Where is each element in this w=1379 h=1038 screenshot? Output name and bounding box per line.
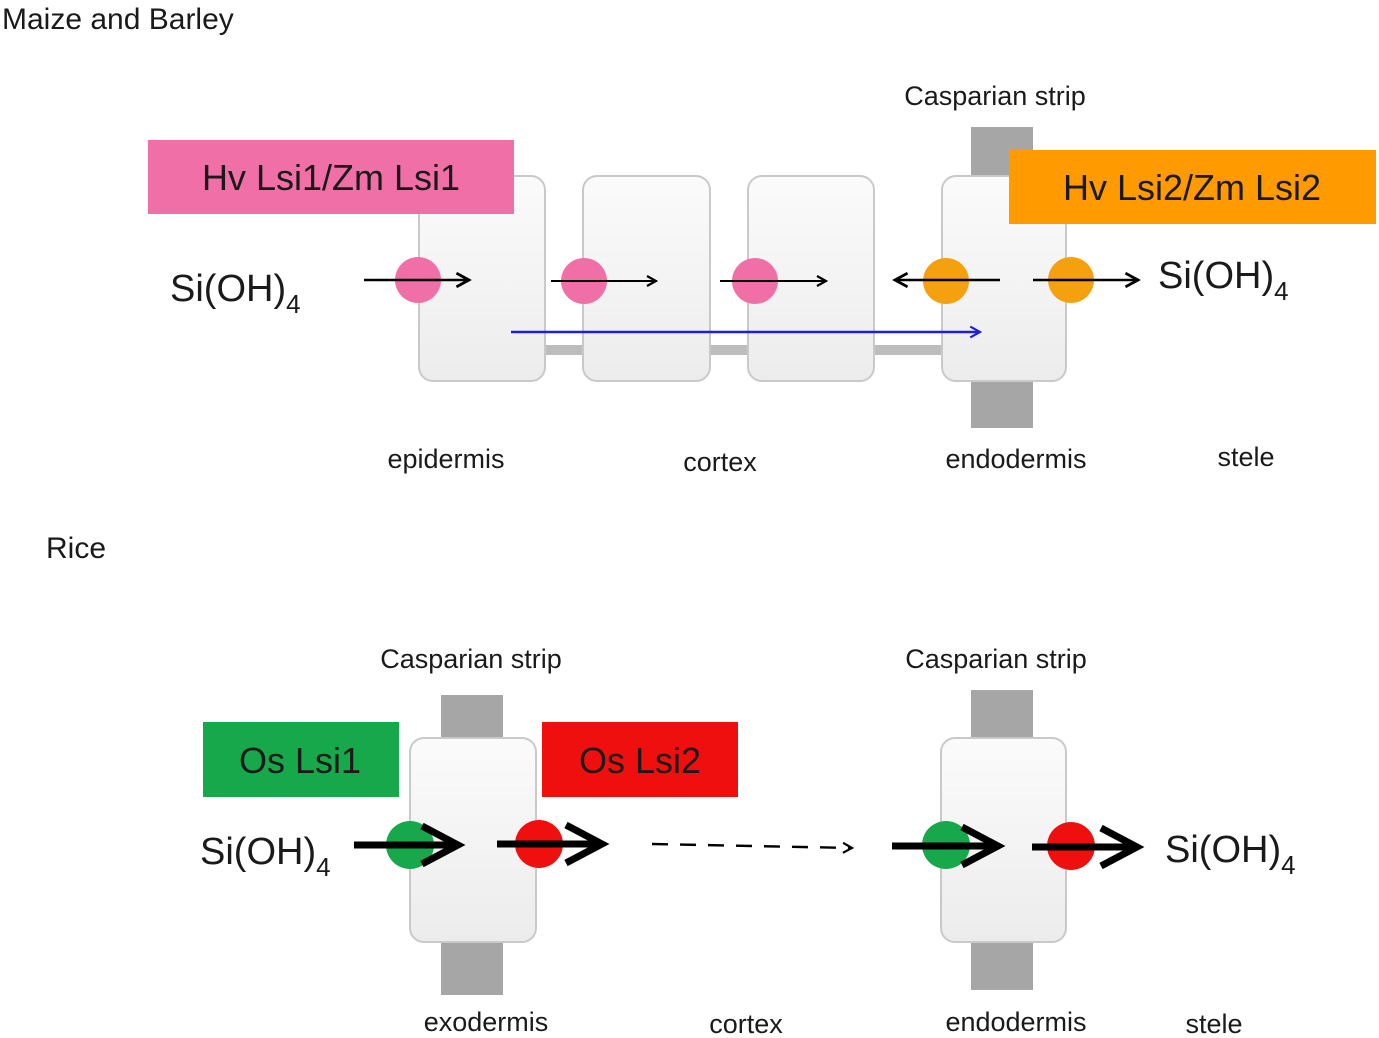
apoplast-connector [873,345,943,355]
cortex-dashed-arrow [651,844,852,848]
casparian-strip-bottom [441,938,503,995]
tissue-label-stele: stele [1217,442,1274,472]
apoplast-connector [709,345,749,355]
substrate-in-label: Si(OH)4 [170,268,301,319]
os-lsi1-label: Os Lsi1 [239,740,361,781]
rice-heading: Rice [46,532,106,565]
apoplast-connector [544,345,584,355]
influx-arrow [354,822,466,868]
maize-barley-heading: Maize and Barley [2,3,234,36]
os-lsi2-label: Os Lsi2 [579,740,701,781]
substrate-out-label: Si(OH)4 [1158,255,1289,306]
efflux-transporter-label: Hv Lsi2/Zm Lsi2 [1063,167,1321,208]
influx-arrow [892,823,1006,869]
casparian-strip-bottom [971,377,1033,428]
tissue-label-cortex: cortex [683,447,757,477]
casparian-strip-label-exodermis: Casparian strip [380,644,562,674]
casparian-strip-top [441,695,503,745]
tissue-label-cortex: cortex [709,1009,783,1038]
tissue-label-endodermis: endodermis [945,1007,1086,1037]
tissue-label-endodermis: endodermis [945,444,1086,474]
influx-transporter-label: Hv Lsi1/Zm Lsi1 [202,157,460,198]
casparian-strip-label-endodermis: Casparian strip [905,644,1087,674]
tissue-label-stele: stele [1185,1009,1242,1038]
influx-transporter-box [148,140,514,214]
os-lsi2-box [542,722,738,797]
substrate-out-label: Si(OH)4 [1165,829,1296,880]
casparian-strip-label: Casparian strip [904,81,1086,111]
os-lsi1-box [203,722,399,797]
tissue-label-epidermis: epidermis [387,444,504,474]
efflux-transporter-box [1009,150,1376,224]
maize-barley-panel: Maize and Barley Hv Lsi1/Zm Lsi1 Hv Lsi2… [2,3,1376,477]
casparian-strip-top [971,690,1033,740]
efflux-arrow [497,821,610,867]
tissue-label-exodermis: exodermis [424,1007,549,1037]
substrate-in-label: Si(OH)4 [200,831,331,882]
rice-panel: Rice Casparian strip Casparian strip Os … [46,532,1296,1038]
casparian-strip-bottom [971,938,1033,990]
efflux-arrow [1032,824,1145,870]
